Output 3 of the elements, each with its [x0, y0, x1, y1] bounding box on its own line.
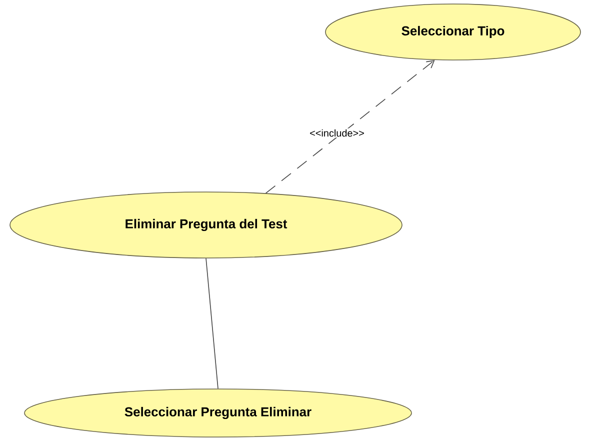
edge-label: <<include>>	[308, 128, 366, 138]
association-line	[206, 258, 218, 389]
include-arrow	[265, 60, 435, 194]
